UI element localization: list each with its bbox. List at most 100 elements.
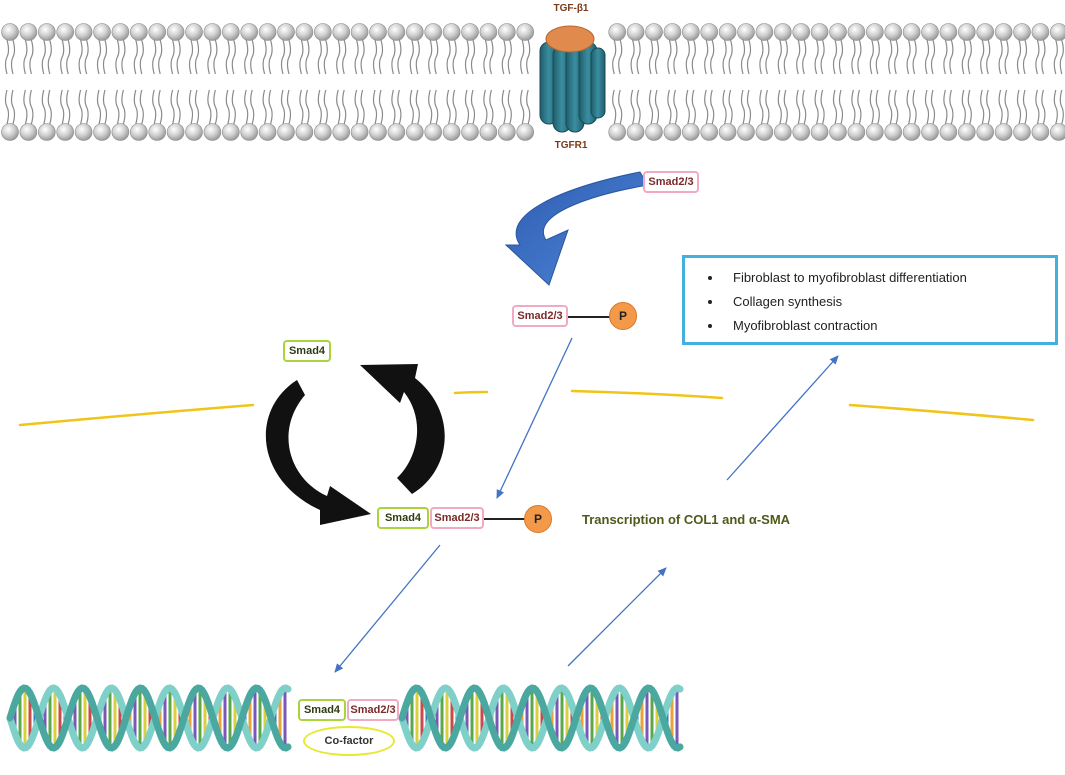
lipid-head bbox=[921, 23, 939, 41]
lipid-head bbox=[56, 123, 74, 141]
lipid-head bbox=[277, 123, 295, 141]
lipid-head bbox=[222, 23, 240, 41]
lipid-tail bbox=[746, 39, 752, 75]
lipid-head bbox=[847, 123, 866, 141]
lipid-tail bbox=[4, 89, 10, 125]
lipid-tail bbox=[336, 39, 341, 75]
smad4-recycle-arrow-upper bbox=[360, 364, 445, 494]
lipid-head bbox=[442, 123, 461, 141]
lipid-tail bbox=[41, 89, 46, 125]
lipid-tail bbox=[1004, 89, 1009, 125]
lipid-tail bbox=[225, 89, 230, 125]
lipid-head bbox=[718, 123, 737, 141]
lipid-tail bbox=[4, 39, 10, 75]
lipid-tail bbox=[949, 89, 954, 125]
lipid-head bbox=[203, 23, 222, 41]
lipid-head bbox=[737, 23, 755, 41]
lipid-tail bbox=[244, 89, 249, 125]
lipid-head bbox=[608, 123, 627, 141]
lipid-tail bbox=[489, 39, 494, 75]
lipid-tail bbox=[526, 89, 531, 125]
lipid-tail bbox=[78, 89, 83, 125]
smad23-complex: Smad2/3 bbox=[430, 507, 484, 529]
lipid-tail bbox=[875, 39, 880, 75]
lipid-head bbox=[166, 123, 185, 141]
lipid-tail bbox=[746, 89, 752, 125]
lipid-head bbox=[976, 23, 995, 41]
lipid-tail bbox=[673, 89, 678, 125]
lipid-head bbox=[829, 123, 847, 141]
lipid-head bbox=[148, 23, 166, 41]
lipid-tail bbox=[814, 39, 819, 75]
lipid-tail bbox=[317, 89, 322, 125]
lipid-tail bbox=[869, 89, 874, 125]
lipid-tail bbox=[60, 39, 65, 75]
lipid-tail bbox=[1035, 39, 1040, 75]
lipid-head bbox=[1031, 123, 1050, 141]
lipid-tail bbox=[280, 89, 286, 125]
lipid-tail bbox=[961, 39, 966, 75]
lipid-head bbox=[185, 123, 203, 141]
lipid-head bbox=[1, 23, 19, 41]
lipid-tail bbox=[342, 89, 347, 125]
lipid-tail bbox=[520, 89, 525, 125]
smad4-complex: Smad4 bbox=[377, 507, 429, 529]
lipid-head bbox=[387, 123, 406, 141]
smad4-cytoplasmic: Smad4 bbox=[283, 340, 331, 362]
lipid-tail bbox=[194, 39, 200, 75]
lipid-tail bbox=[967, 39, 972, 75]
lipid-tail bbox=[470, 89, 476, 125]
lipid-tail bbox=[176, 89, 181, 125]
lipid-head bbox=[203, 123, 222, 141]
dna-backbone bbox=[6, 684, 292, 752]
lipid-head bbox=[461, 23, 479, 41]
lipid-tail bbox=[777, 39, 782, 75]
lipid-tail bbox=[170, 39, 175, 75]
lipid-tail bbox=[1004, 39, 1009, 75]
lipid-tail bbox=[446, 89, 451, 125]
lipid-head bbox=[111, 123, 130, 141]
lipid-head bbox=[865, 123, 884, 141]
lipid-head bbox=[332, 123, 351, 141]
lipid-head bbox=[976, 123, 995, 141]
lipid-tail bbox=[434, 89, 439, 125]
lipid-tail bbox=[894, 39, 899, 75]
lipid-tail bbox=[722, 39, 727, 75]
lipid-tail bbox=[924, 89, 930, 125]
lipid-head bbox=[645, 123, 663, 141]
lipid-head bbox=[37, 23, 56, 41]
lipid-head bbox=[884, 123, 903, 141]
lipid-tail bbox=[930, 89, 936, 125]
lipid-tail bbox=[740, 89, 746, 125]
lipid-tail bbox=[397, 39, 402, 75]
ligand-label: TGF-β1 bbox=[554, 3, 589, 14]
lipid-head bbox=[810, 23, 829, 41]
dna-backbone bbox=[398, 684, 684, 752]
lipid-head bbox=[755, 23, 774, 41]
lipid-head bbox=[626, 123, 645, 141]
lipid-tail bbox=[47, 89, 52, 125]
lipid-tail bbox=[139, 39, 144, 75]
lipid-tail bbox=[78, 39, 83, 75]
lipid-head bbox=[792, 23, 811, 41]
lipid-tail bbox=[354, 89, 359, 125]
lipid-tail bbox=[851, 39, 856, 75]
lipid-tail bbox=[60, 89, 65, 125]
lipid-tail bbox=[832, 89, 838, 125]
lipid-tail bbox=[618, 89, 623, 125]
nuclear-membrane bbox=[18, 389, 1035, 427]
lipid-head bbox=[56, 23, 74, 41]
lipid-tail bbox=[930, 39, 936, 75]
lipid-tail bbox=[654, 89, 660, 125]
lipid-tail bbox=[47, 39, 52, 75]
lipid-tail bbox=[740, 39, 746, 75]
lipid-head bbox=[424, 23, 443, 41]
lipid-head bbox=[865, 23, 884, 41]
smad4-recycle-arrow-lower bbox=[265, 380, 371, 525]
lipid-tail bbox=[176, 39, 181, 75]
lipid-head bbox=[994, 23, 1013, 41]
lipid-tail bbox=[501, 39, 506, 75]
lipid-head bbox=[442, 23, 461, 41]
lipid-tail bbox=[66, 39, 71, 75]
lipid-head bbox=[700, 23, 719, 41]
